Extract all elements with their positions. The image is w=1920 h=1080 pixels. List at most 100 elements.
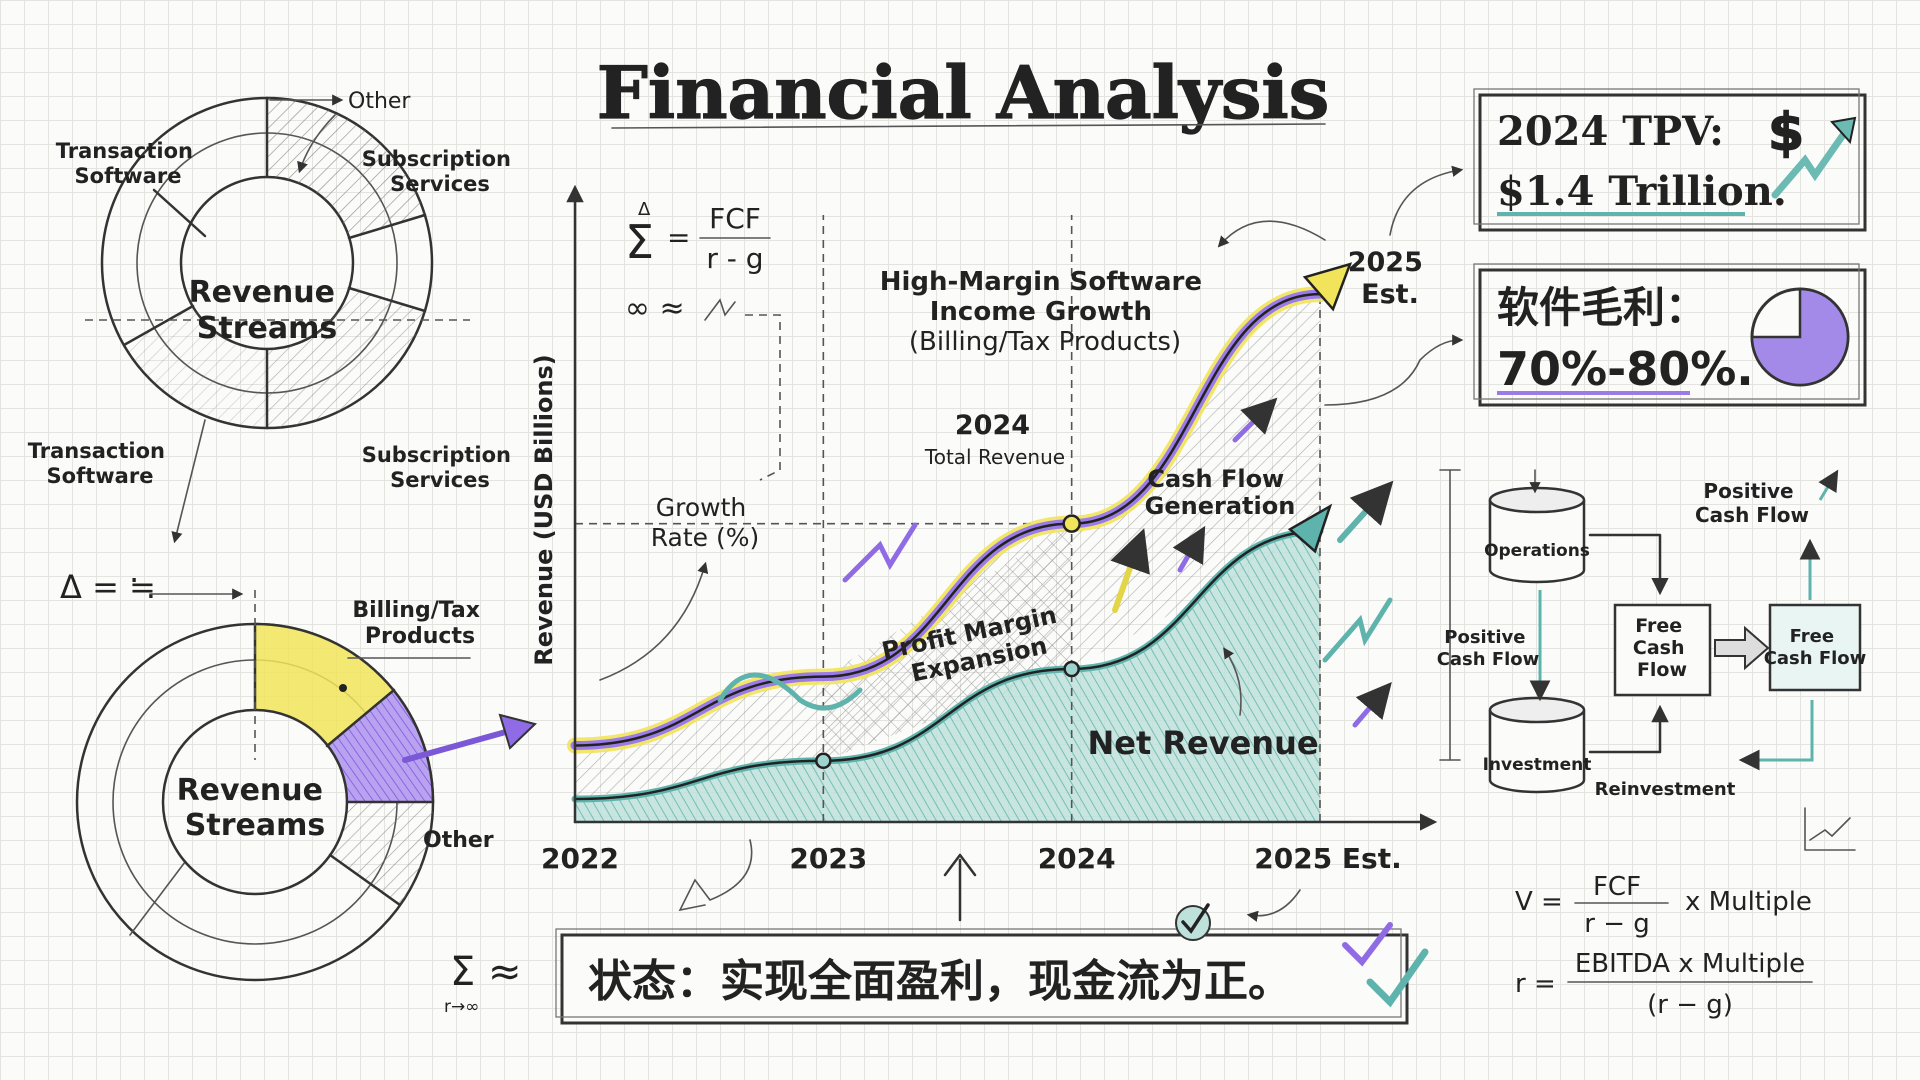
valuation-2-lhs: r =: [1515, 969, 1556, 999]
svg-text:$: $: [1768, 103, 1804, 163]
status-banner-box: [560, 933, 1409, 1025]
bottom-donut-center-label: Revenue Streams: [177, 773, 334, 843]
bottom-donut-other-slice: [330, 802, 433, 905]
trend-arrow-icon: [1232, 397, 1278, 443]
x-tick-label: 2025 Est.: [1254, 842, 1402, 875]
net-revenue-arrowhead: [1287, 503, 1333, 554]
wave-icon: [717, 672, 863, 711]
data-point-net-revenue: [1063, 660, 1080, 678]
profit-margin-area: [823, 523, 1072, 761]
top-donut-label-transaction-bottom: Transaction Software: [28, 439, 173, 488]
operations-cylinder: Operations: [1484, 486, 1590, 584]
software-growth-ink: [573, 292, 1322, 747]
top-donut-label-other: Other: [348, 89, 411, 114]
svg-text:Investment: Investment: [1483, 755, 1592, 775]
top-donut-down-arrow: [171, 419, 206, 544]
page-title: Financial Analysis: [597, 50, 1330, 135]
positive-up-arrow: [1818, 469, 1839, 501]
software-growth-arrowhead: [1302, 262, 1353, 312]
valuation-2-num: EBITDA x Multiple: [1575, 949, 1805, 979]
investment-cylinder: Investment: [1483, 696, 1592, 794]
bottom-donut-label-billing: Billing/Tax Products: [352, 598, 487, 649]
trend-arrow-icon: [1322, 597, 1393, 663]
x-tick-label: 2024: [1038, 842, 1116, 875]
free-flow-box: [1768, 603, 1862, 692]
title-underline: [611, 123, 1326, 129]
svg-text:Operations: Operations: [1484, 541, 1590, 561]
tpv-line2: $1.4 Trillion.: [1497, 168, 1787, 215]
valuation-1-den: r − g: [1584, 909, 1650, 939]
net-revenue-ink: [573, 530, 1322, 801]
tpv-box: 2024 TPV: $1.4 Trillion. $: [1473, 88, 1867, 232]
margin-box-border-sketch: [1473, 263, 1860, 400]
fcf-formula: Δ Σ = FCF r - g ∞ ≈: [625, 199, 781, 481]
purple-arrow-shaft: [402, 725, 523, 763]
annotation-cash-flow: Cash Flow Generation: [1145, 465, 1296, 520]
formula-guide: [745, 314, 781, 481]
top-donut-divider: [347, 286, 427, 313]
margin-box: 软件毛利： 70%-80%.: [1473, 263, 1867, 407]
purple-arrow-icon: [498, 713, 537, 750]
top-donut: Revenue Streams Other Transaction Softwa…: [28, 89, 519, 544]
top-donut-divider: [347, 213, 427, 240]
margin-line2: 70%-80%.: [1497, 342, 1754, 396]
annotation-total-revenue: 2024 Total Revenue: [924, 410, 1065, 469]
valuation-1-num: FCF: [1593, 872, 1641, 902]
free-flow-return-arrow: [1738, 700, 1814, 771]
chart-lines: [567, 262, 1353, 803]
delta-symbol: Δ: [638, 199, 651, 220]
bottom-donut-highlight-arc: [253, 622, 435, 804]
growth-rate-arrow: [599, 561, 709, 681]
top-donut-divider: [122, 304, 195, 347]
positive-cash-flow-top: Positive Cash Flow: [1695, 479, 1809, 527]
scribble-icon: [678, 839, 753, 912]
top-donut-label-subscription: Subscription Services: [362, 147, 519, 196]
up-arrow-icon: [943, 853, 977, 922]
pie-fill: [1750, 287, 1850, 387]
link-arrow-software: [1217, 220, 1326, 248]
equals-symbol: =: [667, 221, 690, 254]
tpv-box-border-sketch: [1473, 88, 1860, 225]
fcf-denominator: r - g: [706, 242, 763, 275]
positive-cash-flow-left: Positive Cash Flow: [1437, 627, 1540, 670]
left-delta-text: Δ = ≒: [60, 568, 156, 606]
trend-arrow-icon: [1110, 528, 1150, 613]
status-banner-text: 状态：实现全面盈利，现金流为正。: [588, 956, 1292, 1007]
to-free-flow-arrow: [1714, 625, 1770, 671]
sigma-symbol: Σ: [625, 215, 654, 269]
margin-box-border: [1478, 268, 1867, 407]
fcf-numerator: FCF: [709, 202, 761, 235]
tpv-box-border: [1478, 93, 1867, 232]
bottom-donut-dot: [339, 684, 347, 692]
chart-guides: [575, 215, 1321, 822]
net-revenue-area: [575, 531, 1320, 822]
trend-arrow-icon: [1352, 682, 1392, 728]
link-arrow-tpv: [1389, 165, 1464, 236]
net-revenue-arrow: [1223, 647, 1242, 716]
annotation-software: High-Margin Software Income Growth (Bill…: [880, 267, 1211, 357]
annotation-growth-rate: Growth Rate (%): [651, 493, 760, 552]
check-link-arrow: [1246, 889, 1301, 922]
cash-flow-diagram: Operations Investment Positive Cash Flow…: [1437, 469, 1866, 851]
free-cash-flow-label: Free Cash Flow: [1633, 615, 1691, 681]
bottom-donut-divider: [129, 861, 186, 936]
pie-icon: [1750, 287, 1850, 387]
dollar-growth-icon: $: [1767, 102, 1857, 199]
title-group: Financial Analysis: [596, 49, 1330, 135]
bottom-sigma-sub: r→∞: [444, 997, 479, 1017]
bottom-donut-purple-slice: [327, 690, 434, 802]
valuation-2-den: (r − g): [1647, 990, 1733, 1020]
annotation-net-revenue: Net Revenue: [1087, 724, 1318, 762]
y-axis-label: Revenue (USD Billions): [530, 354, 558, 666]
bottom-donut-label-other: Other: [423, 828, 494, 853]
free-cash-flow-box: [1613, 603, 1712, 697]
x-tick-label: 2022: [541, 842, 619, 875]
left-delta-formula: Δ = ≒: [60, 568, 244, 606]
mini-chart-icon: [1804, 807, 1856, 851]
trend-arrow-icon: [1337, 480, 1394, 543]
top-donut-label-subscription-bottom: Subscription Services: [362, 443, 519, 492]
data-point-net-revenue: [815, 752, 832, 770]
